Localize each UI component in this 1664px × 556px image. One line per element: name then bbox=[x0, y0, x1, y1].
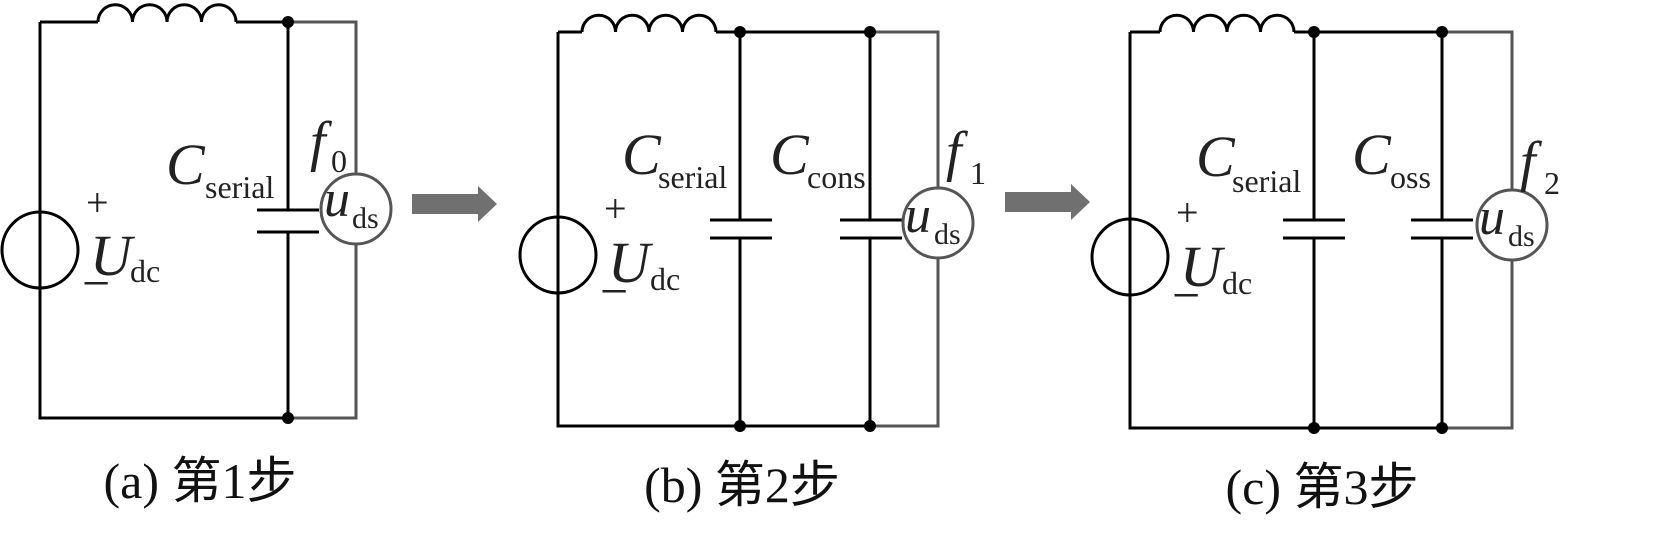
panel-c-freq-sub: 2 bbox=[1544, 165, 1560, 201]
panel-b-meter-sub: ds bbox=[934, 218, 961, 251]
panel-b-source-label: U bbox=[608, 230, 654, 295]
panel-c-cap2-label: C bbox=[1352, 122, 1392, 187]
panel-c-node-2 bbox=[1436, 26, 1448, 38]
panel-c-meter-label: u bbox=[1479, 189, 1505, 246]
panel-c-freq-label: f bbox=[1520, 131, 1543, 193]
panel-b-cap1-sub: serial bbox=[658, 159, 727, 195]
panel-c-inductor bbox=[1158, 13, 1296, 33]
panel-a-left-wire bbox=[38, 22, 288, 420]
panel-b-node-2 bbox=[864, 26, 876, 38]
panel-b-meter-label: u bbox=[905, 187, 931, 244]
panel-c-node-1 bbox=[1308, 26, 1320, 38]
panel-a-cap-label: C bbox=[166, 132, 206, 197]
panel-c-cap2-sub: oss bbox=[1390, 159, 1431, 195]
panel-b-node-1 bbox=[734, 26, 746, 38]
panel-b-caption: (b) 第2步 bbox=[644, 457, 840, 513]
panel-c-source-circle bbox=[1090, 217, 1170, 297]
panel-c: + − U dc C serial C oss f 2 u ds (c) 第3步 bbox=[1090, 13, 1560, 515]
panel-b-cap2-sub: cons bbox=[807, 159, 866, 195]
panel-a-source-label: U bbox=[90, 223, 136, 288]
panel-c-meter-circle bbox=[1475, 188, 1549, 262]
panel-c-plus-sign: + bbox=[1176, 190, 1199, 235]
panel-b-meter-circle bbox=[901, 186, 975, 260]
panel-b-freq-sub: 1 bbox=[970, 155, 986, 191]
panel-b-node-4 bbox=[864, 420, 876, 432]
panel-a-minus-sign: − bbox=[82, 255, 110, 311]
panel-a-meter-branch bbox=[288, 20, 358, 420]
panel-c-node-4 bbox=[1436, 422, 1448, 434]
panel-c-left-wire bbox=[1128, 32, 1442, 430]
step-arrow-1 bbox=[412, 186, 497, 222]
panel-c-cap1-sub: serial bbox=[1232, 163, 1301, 199]
panel-b-minus-sign: − bbox=[600, 263, 628, 319]
panel-c-meter-sub: ds bbox=[1508, 220, 1535, 253]
panel-c-cap1-label: C bbox=[1196, 124, 1236, 189]
panel-b-source-sub: dc bbox=[650, 261, 680, 297]
panel-b-meter-branch bbox=[870, 30, 940, 428]
panel-c-source-label: U bbox=[1180, 234, 1226, 299]
panel-a-caption: (a) 第1步 bbox=[104, 453, 297, 509]
panel-a-node-top bbox=[282, 16, 294, 28]
panel-b: + − U dc C serial C cons f 1 u ds (b) 第2… bbox=[518, 13, 986, 513]
panel-c-minus-sign: − bbox=[1172, 267, 1200, 323]
panel-a-meter-sub: ds bbox=[352, 202, 379, 235]
panel-b-freq-label: f bbox=[946, 121, 969, 183]
panel-a-meter-circle bbox=[319, 172, 393, 246]
panel-a-freq-sub: 0 bbox=[331, 143, 347, 179]
panel-b-node-3 bbox=[734, 420, 746, 432]
panel-b-inductor bbox=[580, 13, 718, 33]
panel-b-source-circle bbox=[518, 215, 598, 295]
panel-c-caption: (c) 第3步 bbox=[1226, 459, 1419, 515]
panel-b-cap2-label: C bbox=[770, 122, 810, 187]
panel-c-source-sub: dc bbox=[1222, 265, 1252, 301]
panel-a-freq-label: f bbox=[310, 111, 333, 173]
panel-b-plus-sign: + bbox=[604, 186, 627, 231]
panel-a: + − U dc C serial f 0 u ds (a) 第1步 bbox=[0, 3, 393, 509]
panel-b-cap1-label: C bbox=[622, 122, 662, 187]
panel-a-source-circle bbox=[0, 210, 80, 290]
panel-c-meter-branch bbox=[1442, 30, 1514, 430]
panel-a-inductor bbox=[96, 3, 238, 23]
panel-a-source-sub: dc bbox=[130, 253, 160, 289]
panel-a-meter-label: u bbox=[324, 171, 350, 228]
panel-a-plus-sign: + bbox=[86, 180, 109, 225]
panel-c-node-3 bbox=[1308, 422, 1320, 434]
panel-a-cap-sub: serial bbox=[205, 169, 274, 205]
step-arrow-2 bbox=[1005, 184, 1090, 220]
panel-b-left-wire bbox=[556, 32, 870, 428]
panel-a-node-bottom bbox=[282, 412, 294, 424]
